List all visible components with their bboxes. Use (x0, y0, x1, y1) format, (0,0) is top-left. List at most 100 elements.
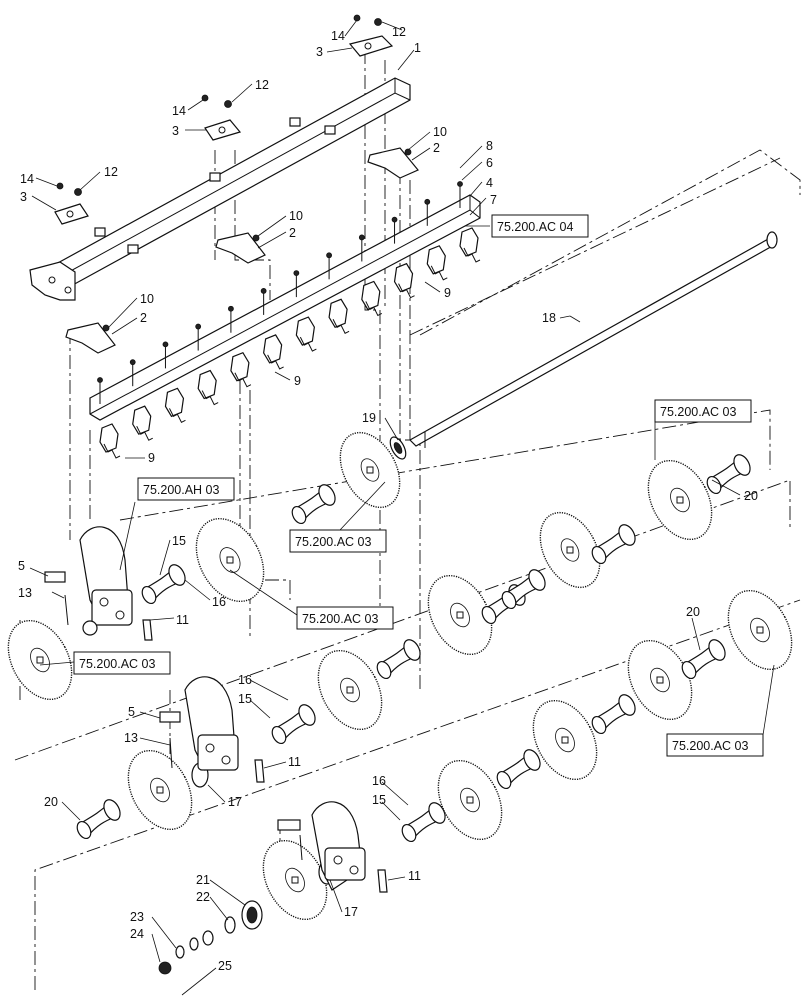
part-label-20: 20 (44, 795, 58, 809)
part-label-2: 2 (140, 311, 147, 325)
end-hardware (158, 900, 263, 975)
scraper-unit (391, 216, 415, 299)
part-label-11: 11 (288, 755, 301, 769)
part-label-10: 10 (140, 292, 154, 306)
scraper-unit (228, 305, 252, 388)
part-label-14: 14 (20, 172, 34, 186)
hanger-brackets (65, 147, 419, 354)
scraper-unit (195, 323, 219, 406)
part-label-12: 12 (104, 165, 118, 179)
disc-blade (195, 517, 265, 603)
part-label-20: 20 (744, 489, 758, 503)
spacer-spool (591, 694, 636, 735)
part-label-15: 15 (372, 793, 386, 807)
part-label-3: 3 (20, 190, 27, 204)
part-label-20: 20 (686, 605, 700, 619)
part-label-8: 8 (486, 139, 493, 153)
part-label-9: 9 (148, 451, 155, 465)
disc-blade (532, 699, 598, 781)
scraper-unit (326, 252, 350, 334)
scraper-unit (97, 377, 121, 459)
part-label-10: 10 (433, 125, 447, 139)
reference-label: 75.200.AC 03 (660, 405, 736, 419)
bearing-hanger-3 (277, 801, 388, 893)
clamp-top (348, 14, 394, 57)
clamp-left (54, 182, 89, 225)
disc-blade (7, 619, 73, 701)
bearing-hanger-2 (159, 676, 265, 783)
spacer-spool (271, 704, 316, 745)
leader-lines (29, 19, 775, 996)
scraper-unit (358, 234, 383, 317)
part-label-12: 12 (255, 78, 269, 92)
scraper-unit (129, 359, 153, 441)
part-labels: 14 12 3 1 14 12 3 14 12 3 10 2 8 6 4 7 1… (18, 25, 758, 973)
clamp-mid (201, 94, 242, 141)
part-label-10: 10 (289, 209, 303, 223)
disc-blade (539, 511, 601, 589)
spacer-spool (496, 749, 541, 790)
part-label-16: 16 (372, 774, 386, 788)
spacer-spool (376, 639, 421, 680)
part-label-5: 5 (128, 705, 135, 719)
part-label-22: 22 (196, 890, 210, 904)
part-label-4: 4 (486, 176, 493, 190)
reference-label: 75.200.AH 03 (143, 483, 219, 497)
disc-blade (727, 589, 793, 671)
bearing-hangers (44, 526, 388, 893)
main-frame-bar (29, 77, 411, 301)
disc-blade (317, 649, 383, 731)
spacer-spool (681, 639, 726, 680)
part-label-9: 9 (444, 286, 451, 300)
scraper-assemblies (97, 181, 481, 459)
part-label-14: 14 (331, 29, 345, 43)
part-label-11: 11 (408, 869, 421, 883)
scraper-unit (260, 288, 284, 370)
scraper-bar (89, 194, 481, 421)
reference-label: 75.200.AC 03 (672, 739, 748, 753)
spacer-spool (141, 564, 186, 605)
spacer-spool (401, 802, 446, 843)
scraper-unit (293, 270, 317, 352)
part-label-21: 21 (196, 873, 210, 887)
spacer-spool (501, 569, 546, 610)
part-label-6: 6 (486, 156, 493, 170)
scraper-unit (162, 341, 186, 424)
disc-blade (127, 749, 193, 831)
spacer-spool (591, 524, 636, 565)
part-label-18: 18 (542, 311, 556, 325)
part-label-15: 15 (238, 692, 252, 706)
part-label-12: 12 (392, 25, 406, 39)
disc-blade (437, 759, 503, 841)
part-label-7: 7 (490, 193, 497, 207)
part-label-2: 2 (433, 141, 440, 155)
scraper-unit (457, 181, 481, 263)
part-label-14: 14 (172, 104, 186, 118)
part-label-23: 23 (130, 910, 144, 924)
part-label-17: 17 (344, 905, 358, 919)
part-label-17: 17 (228, 795, 242, 809)
reference-label: 75.200.AC 03 (295, 535, 371, 549)
part-label-9: 9 (294, 374, 301, 388)
reference-boxes: 75.200.AC 04 75.200.AC 03 75.200.AH 03 7… (73, 214, 764, 757)
reference-label: 75.200.AC 03 (79, 657, 155, 671)
scraper-unit (424, 198, 448, 281)
disc-gang (7, 431, 793, 921)
part-label-1: 1 (414, 41, 421, 55)
part-label-25: 25 (218, 959, 232, 973)
part-label-2: 2 (289, 226, 296, 240)
disc-blade (427, 574, 493, 656)
reference-label: 75.200.AC 03 (302, 612, 378, 626)
disc-blade (647, 459, 713, 541)
axle-shaft (409, 231, 778, 448)
spacer-spool (76, 799, 121, 840)
upper-clamps (54, 14, 394, 225)
part-label-3: 3 (172, 124, 179, 138)
reference-label: 75.200.AC 04 (497, 220, 573, 234)
part-label-24: 24 (130, 927, 144, 941)
part-label-13: 13 (124, 731, 138, 745)
part-label-3: 3 (316, 45, 323, 59)
spacer-spool (291, 484, 336, 525)
disc-blade (339, 431, 401, 509)
